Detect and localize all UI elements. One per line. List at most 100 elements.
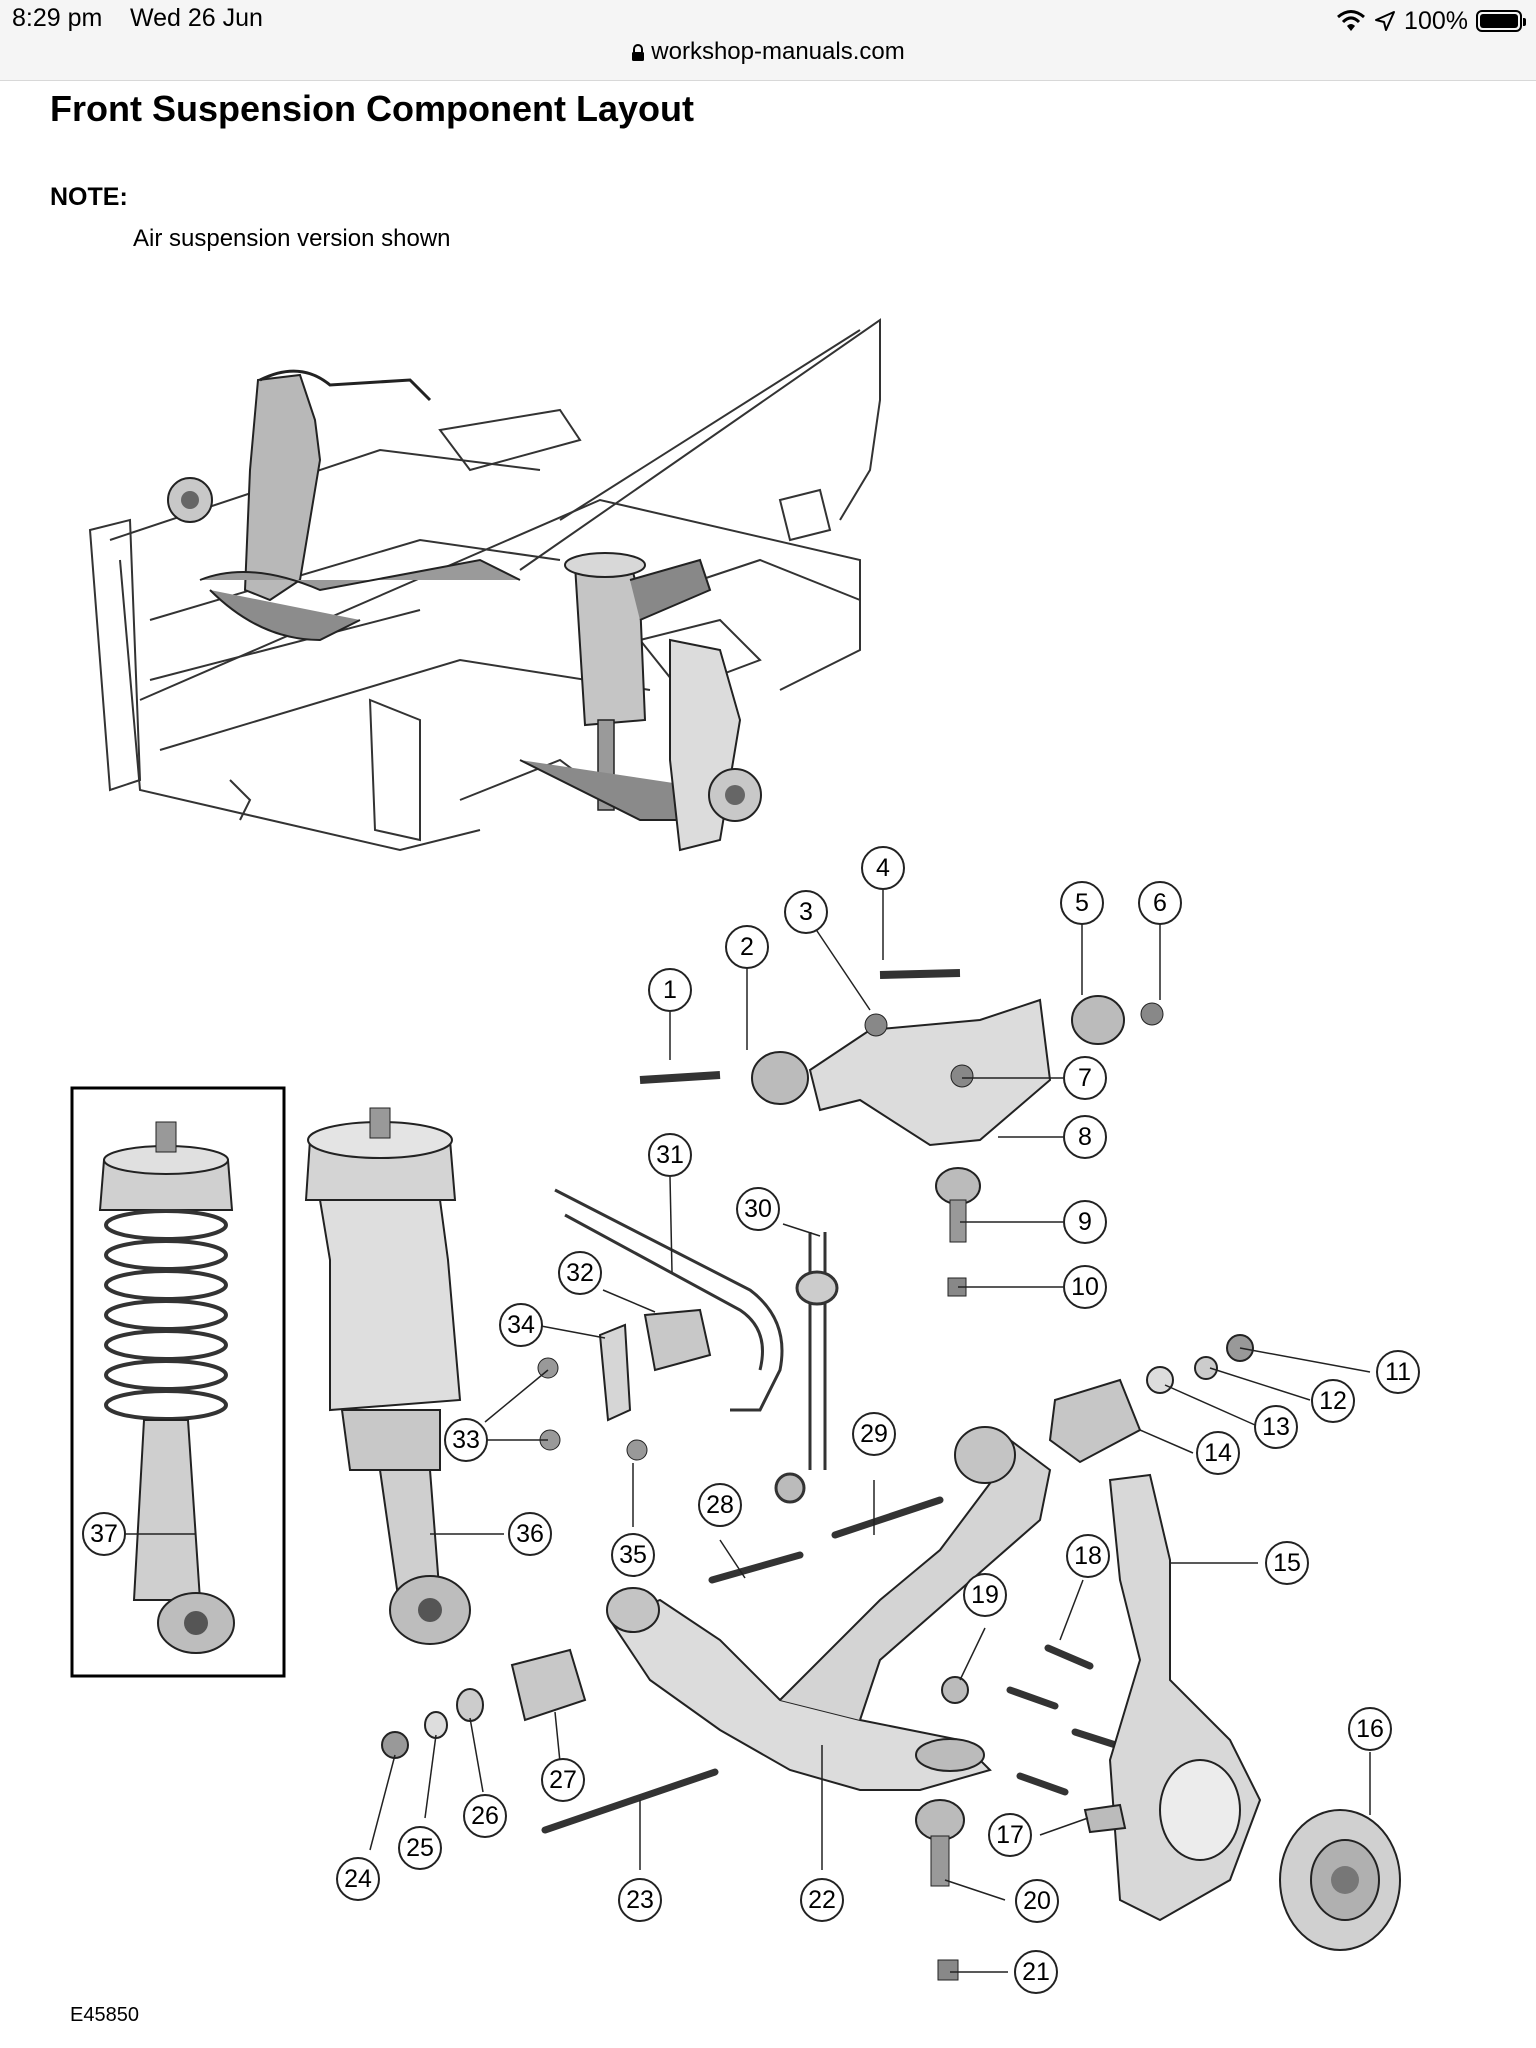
lock-icon <box>632 43 645 61</box>
callout-circle-24 <box>336 1857 380 1901</box>
callout-number-29: 29 <box>860 1420 888 1448</box>
callout-number-26: 26 <box>471 1802 499 1830</box>
callout-number-35: 35 <box>619 1541 647 1569</box>
callout-circle-22 <box>800 1878 844 1922</box>
figure-id: E45850 <box>70 2004 139 2026</box>
callout-circle-10 <box>1063 1265 1107 1309</box>
callout-number-11: 11 <box>1385 1358 1411 1386</box>
status-date: Wed 26 Jun <box>130 4 263 32</box>
callout-circle-34 <box>499 1303 543 1347</box>
callout-number-24: 24 <box>344 1865 372 1893</box>
callout-circle-25 <box>398 1826 442 1870</box>
callout-circle-17 <box>988 1813 1032 1857</box>
lower-arm-bushing-set <box>381 1648 969 1759</box>
callout-circle-6 <box>1138 881 1182 925</box>
battery-icon <box>1476 10 1526 32</box>
wifi-icon <box>1337 10 1366 31</box>
callout-number-2: 2 <box>740 933 754 961</box>
callout-circle-11 <box>1376 1350 1420 1394</box>
callout-circle-30 <box>736 1187 780 1231</box>
air-spring-strut <box>304 1107 471 1645</box>
callout-number-30: 30 <box>744 1195 772 1223</box>
callout-circle-15 <box>1265 1541 1309 1585</box>
callout-number-27: 27 <box>549 1766 577 1794</box>
callout-circle-37 <box>82 1512 126 1556</box>
callout-circle-8 <box>1063 1115 1107 1159</box>
callout-number-16: 16 <box>1356 1715 1384 1743</box>
callout-circle-7 <box>1063 1056 1107 1100</box>
callout-circle-12 <box>1311 1379 1355 1423</box>
callout-number-18: 18 <box>1074 1542 1102 1570</box>
callout-circle-28 <box>698 1483 742 1527</box>
note-text: Air suspension version shown <box>133 225 451 252</box>
callout-number-21: 21 <box>1022 1958 1050 1986</box>
callout-number-8: 8 <box>1078 1123 1092 1151</box>
leader-lines <box>124 890 1371 1973</box>
callout-circle-19 <box>963 1573 1007 1617</box>
callout-number-4: 4 <box>876 854 890 882</box>
overview-left-strut <box>167 369 521 642</box>
stabilizer-bushings <box>537 1308 712 1461</box>
callout-circle-9 <box>1063 1200 1107 1244</box>
callout-circle-26 <box>463 1794 507 1838</box>
lower-ball-joint <box>915 1799 965 1981</box>
rear-bushing-set <box>1048 1334 1254 1464</box>
chassis-overview-illustration <box>88 318 881 852</box>
callout-number-28: 28 <box>706 1491 734 1519</box>
callout-number-6: 6 <box>1153 889 1167 917</box>
stabilizer-bar <box>554 1188 839 1504</box>
callout-number-31: 31 <box>656 1141 684 1169</box>
callout-number-36: 36 <box>516 1520 544 1548</box>
callout-number-32: 32 <box>566 1259 594 1287</box>
callout-circle-31 <box>648 1133 692 1177</box>
callout-number-10: 10 <box>1071 1273 1099 1301</box>
callout-circle-29 <box>852 1412 896 1456</box>
status-right-group: 100% <box>1336 4 1526 38</box>
callout-circle-36 <box>508 1512 552 1556</box>
page-title: Front Suspension Component Layout <box>50 88 694 129</box>
callout-circle-1 <box>648 968 692 1012</box>
coil-spring-strut <box>98 1121 235 1654</box>
address-bar[interactable]: workshop-manuals.com <box>0 38 1536 66</box>
callout-circle-3 <box>784 890 828 934</box>
callout-number-34: 34 <box>507 1311 535 1339</box>
upper-ball-joint <box>935 1167 981 1297</box>
callout-circle-18 <box>1066 1534 1110 1578</box>
wheel-hub <box>1279 1809 1401 1951</box>
callout-circle-21 <box>1014 1950 1058 1994</box>
status-bar: 8:29 pm Wed 26 Jun 100% workshop-manuals… <box>0 0 1536 81</box>
callout-number-22: 22 <box>808 1886 836 1914</box>
callout-number-33: 33 <box>452 1426 480 1454</box>
callout-number-17: 17 <box>996 1821 1024 1849</box>
callout-circle-13 <box>1254 1405 1298 1449</box>
callout-number-9: 9 <box>1078 1208 1092 1236</box>
callout-number-13: 13 <box>1262 1413 1290 1441</box>
callout-circle-4 <box>861 846 905 890</box>
callout-circle-5 <box>1060 881 1104 925</box>
callout-number-14: 14 <box>1204 1439 1232 1467</box>
callout-number-7: 7 <box>1078 1064 1092 1092</box>
status-time: 8:29 pm <box>12 4 103 32</box>
steering-knuckle <box>1108 1473 1262 1922</box>
overview-right-strut <box>519 552 762 852</box>
callout-number-23: 23 <box>626 1886 654 1914</box>
coil-spring-inset-box <box>70 1086 286 1678</box>
callout-number-25: 25 <box>406 1834 434 1862</box>
callout-circle-20 <box>1015 1879 1059 1923</box>
upper-control-arm <box>639 969 1164 1147</box>
ball-joint-stud-17 <box>1083 1803 1127 1834</box>
callout-circle-2 <box>725 925 769 969</box>
callout-number-3: 3 <box>799 898 813 926</box>
callout-circle-14 <box>1196 1431 1240 1475</box>
callout-circle-33 <box>444 1418 488 1462</box>
callout-circle-23 <box>618 1878 662 1922</box>
callout-circle-35 <box>611 1533 655 1577</box>
callout-number-20: 20 <box>1023 1887 1051 1915</box>
suspension-diagram: 1234567891011121314151617181920212223242… <box>70 318 1420 1994</box>
battery-percent: 100% <box>1404 6 1468 35</box>
url-domain[interactable]: workshop-manuals.com <box>651 38 905 65</box>
lower-control-arm <box>606 1426 1052 1791</box>
callout-circle-16 <box>1348 1707 1392 1751</box>
callout-number-5: 5 <box>1075 889 1089 917</box>
